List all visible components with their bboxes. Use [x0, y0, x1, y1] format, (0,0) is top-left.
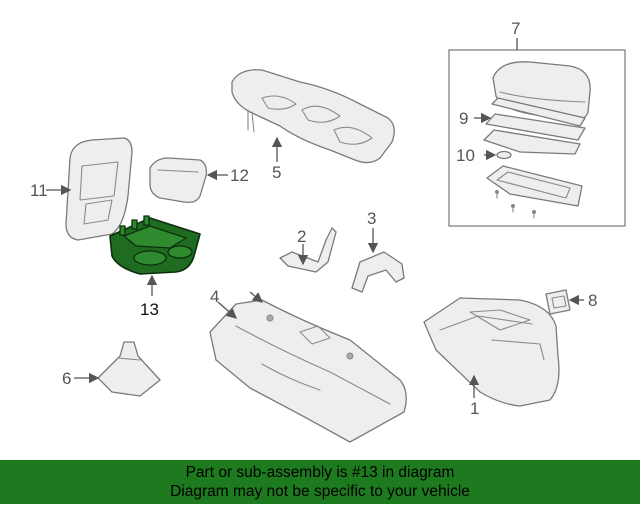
callout-2: 2 [297, 227, 306, 246]
callout-7: 7 [511, 19, 520, 38]
callout-4: 4 [210, 287, 219, 306]
part-7-armrest-lid[interactable] [483, 61, 591, 219]
parts-diagram: 1 2 3 4 5 6 7 8 9 10 11 12 13 [30, 19, 626, 443]
callout-5: 5 [272, 163, 281, 182]
callout-10: 10 [456, 146, 475, 165]
banner-line-1: Part or sub-assembly is #13 in diagram [185, 464, 455, 481]
callout-8: 8 [588, 291, 597, 310]
callout-6: 6 [62, 369, 71, 388]
part-12-storage-bin[interactable] [149, 157, 228, 204]
info-banner: Part or sub-assembly is #13 in diagram D… [0, 460, 640, 504]
part-11-bezel[interactable] [46, 137, 133, 241]
part-4-console-side-panel[interactable] [209, 291, 407, 443]
callout-11: 11 [30, 181, 48, 200]
part-10-clip[interactable] [484, 149, 512, 161]
part-6-shift-boot[interactable] [74, 341, 161, 397]
callout-12: 12 [230, 166, 249, 185]
callout-1: 1 [470, 399, 479, 418]
part-1-console-base[interactable] [423, 297, 560, 407]
part-5-upper-console[interactable] [231, 69, 395, 164]
part-13-cup-holder-highlighted[interactable] [109, 215, 201, 296]
banner-line-2: Diagram may not be specific to your vehi… [170, 483, 470, 500]
callout-13: 13 [140, 300, 159, 319]
part-3-bracket[interactable] [351, 228, 405, 293]
callout-3: 3 [367, 209, 376, 228]
part-2-bracket[interactable] [279, 227, 337, 273]
callout-9: 9 [459, 109, 468, 128]
part-8-clip[interactable] [545, 289, 584, 315]
